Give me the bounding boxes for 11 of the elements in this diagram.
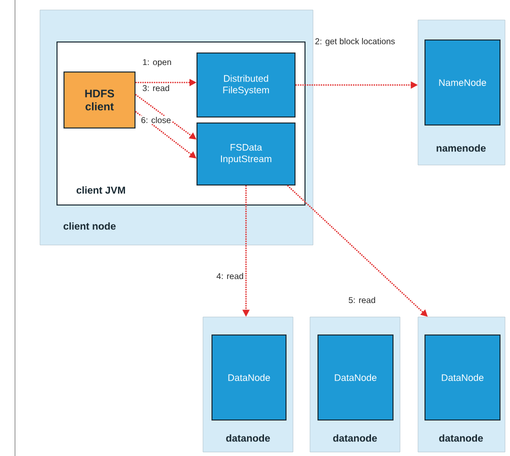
edge-label: 5: read (347, 296, 377, 304)
edge-label: 2: get block locations (314, 37, 396, 47)
component-box: DataNode (212, 334, 286, 420)
component-box: NameNode (424, 40, 500, 126)
component-box: DataNode (318, 334, 394, 420)
client-box: HDFS client (64, 72, 136, 128)
component-box: DataNode (424, 334, 500, 420)
edge-label: 1: open (141, 58, 173, 68)
component-box: Distributed FileSystem (196, 52, 296, 118)
edge-label: 4: read (215, 272, 245, 280)
component-box: FSData InputStream (196, 122, 296, 186)
